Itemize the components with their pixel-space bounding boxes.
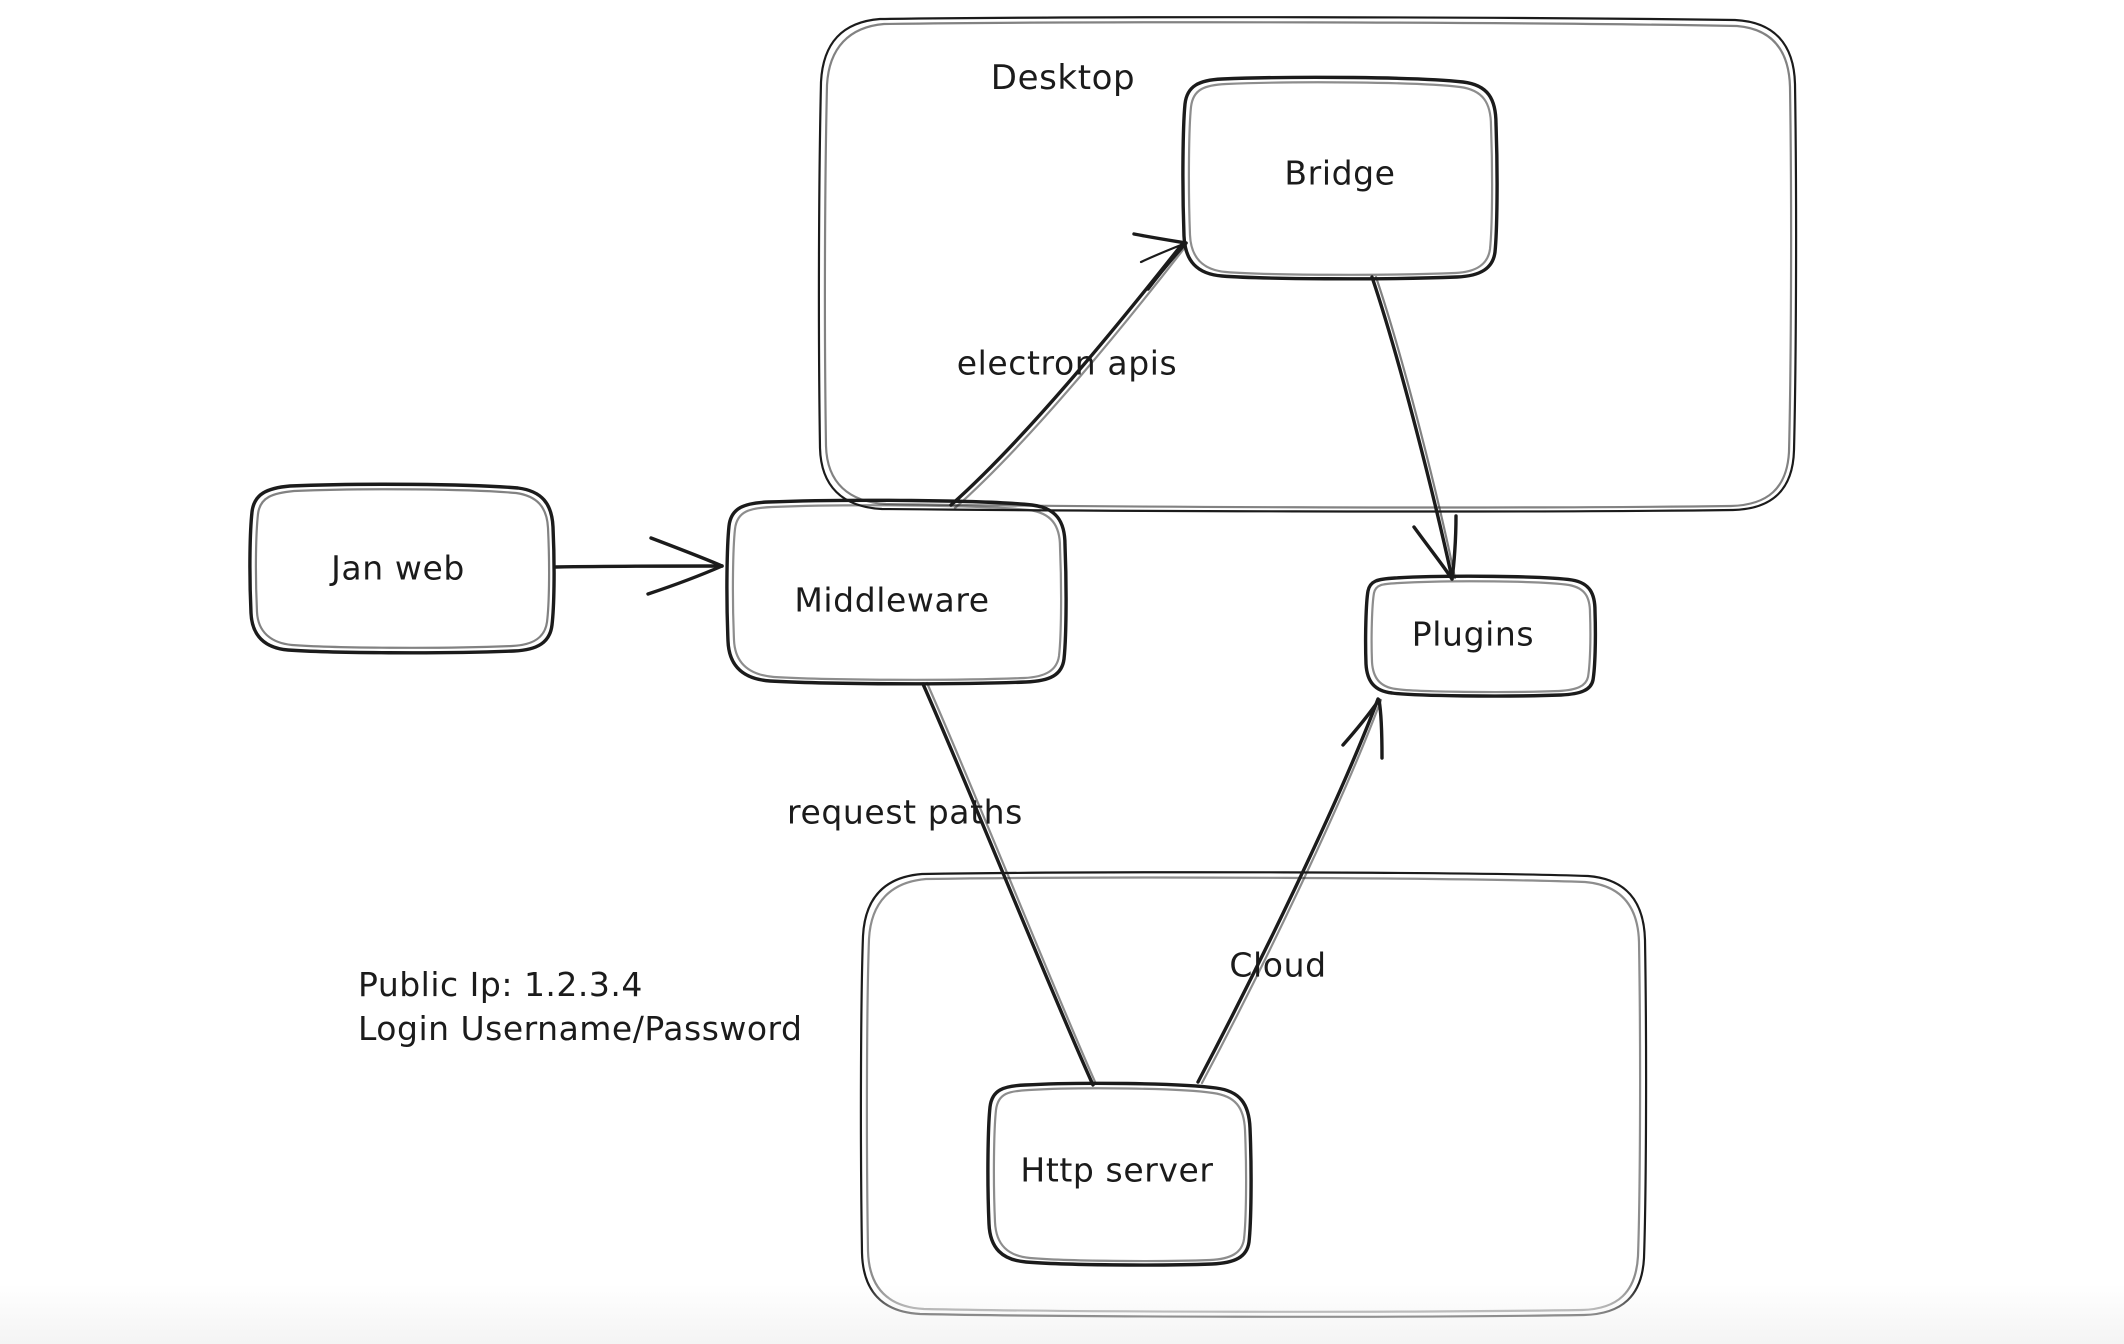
edge-middleware-to-httpserver xyxy=(921,681,1098,1087)
node-bridge[interactable] xyxy=(1184,77,1496,278)
note-line-login: Login Username/Password xyxy=(358,1009,803,1049)
edge-bridge-to-plugins xyxy=(1370,275,1458,581)
node-jan-web-outline xyxy=(248,482,556,655)
node-jan-web[interactable] xyxy=(250,484,553,651)
edge-janweb-to-middleware xyxy=(554,536,724,596)
node-middleware-outline xyxy=(725,498,1068,686)
edge-middleware-to-bridge xyxy=(949,232,1188,510)
note-line-public-ip: Public Ip: 1.2.3.4 xyxy=(358,965,643,1004)
node-plugins-outline xyxy=(1363,574,1598,698)
node-bridge-outline xyxy=(1181,75,1499,281)
note-public-ip: Public Ip: 1.2.3.4 Login Username/Passwo… xyxy=(358,963,803,1051)
group-desktop-outline xyxy=(817,16,1798,513)
node-http-server-outline xyxy=(986,1081,1253,1267)
node-middleware[interactable] xyxy=(727,500,1065,682)
edge-httpserver-to-plugins xyxy=(1196,697,1384,1085)
group-cloud-outline xyxy=(859,871,1648,1318)
node-plugins[interactable] xyxy=(1366,576,1595,694)
node-http-server[interactable] xyxy=(988,1083,1250,1263)
